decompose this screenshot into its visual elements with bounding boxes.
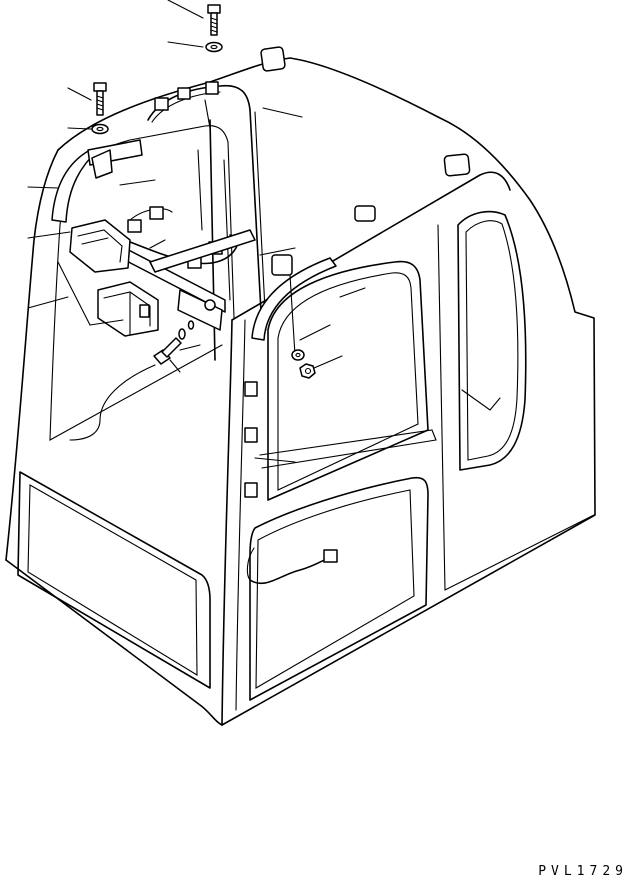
right-grab-handle [251, 257, 337, 356]
cab-body [5, 46, 596, 726]
bolt-lamp [153, 337, 182, 365]
washer-top [205, 41, 223, 53]
work-lamp-upper [69, 219, 131, 273]
bolt-left [93, 82, 107, 116]
nut-right [299, 363, 316, 379]
washer-left [91, 123, 109, 135]
left-grab-handle [51, 139, 143, 223]
drawing-code: PVL1729 [538, 864, 628, 879]
washer-right [291, 349, 305, 361]
work-lamp-lower [97, 281, 159, 337]
bolt-top [207, 4, 221, 36]
washer-lamp [178, 320, 195, 340]
leader-lines [27, 0, 366, 463]
